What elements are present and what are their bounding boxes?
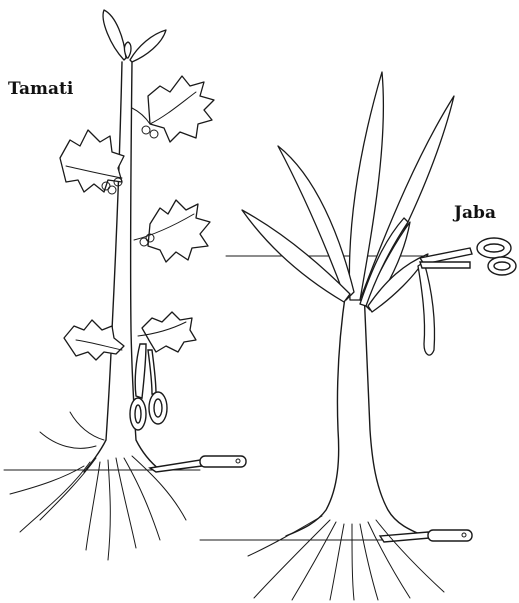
jaba-scissors (420, 238, 516, 275)
tamati-leaf-upper-right (132, 76, 214, 142)
tamati-top-sprout (103, 10, 166, 62)
tamati-leaf-lower-left (64, 320, 124, 360)
jaba-trunk-right-edge (364, 290, 424, 536)
tamati-stem-left-edge (84, 62, 122, 472)
tamati-label: Tamati (8, 79, 74, 99)
jaba-trunk-left-edge (286, 290, 346, 536)
tamati-leaf-upper-left (60, 130, 124, 194)
jaba-roots (248, 516, 444, 600)
jaba-plant (200, 72, 516, 600)
tamati-roots (10, 412, 186, 560)
jaba-cut-leaf (418, 262, 435, 355)
jaba-label: Jaba (452, 203, 496, 223)
jaba-knife (380, 530, 472, 542)
tamati-scissors (130, 344, 167, 430)
tamati-leaf-middle-right (134, 200, 210, 262)
tamati-leaf-lower-right (138, 312, 196, 352)
